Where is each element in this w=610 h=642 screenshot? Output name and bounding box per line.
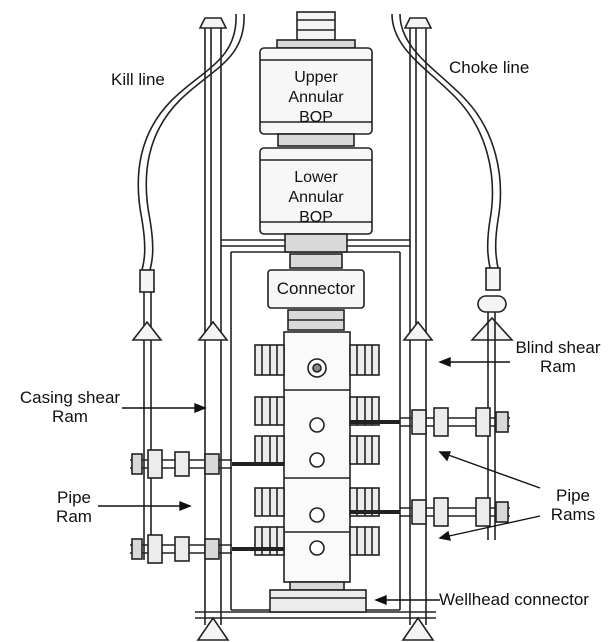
choke-line-label: Choke line xyxy=(449,58,530,77)
choke-line-piping xyxy=(350,13,514,540)
upper-annular-bop-label: Upper Annular BOP xyxy=(288,69,344,126)
wellhead-connector-body xyxy=(269,581,367,613)
casing-shear-ram-label: Casing shear Ram xyxy=(19,388,121,426)
lower-annular-bop-body xyxy=(259,147,373,253)
top-mandrel xyxy=(276,11,356,49)
wellhead-connector-label: Wellhead connector xyxy=(439,590,589,609)
pipe-rams-label: Pipe Rams xyxy=(550,486,596,524)
upper-annular-bop-body xyxy=(259,47,373,147)
support-frame xyxy=(195,17,436,641)
kill-line-piping xyxy=(130,13,284,564)
connector-body xyxy=(267,253,365,331)
pipe-ram-label: Pipe Ram xyxy=(56,488,92,526)
blind-shear-ram-actuators xyxy=(254,344,380,378)
leader-arrows xyxy=(98,356,541,606)
casing-shear-ram-actuators xyxy=(254,396,380,468)
connector-label: Connector xyxy=(276,279,356,298)
lower-annular-bop-label: Lower Annular BOP xyxy=(288,169,344,226)
blind-shear-ram-label: Blind shear Ram xyxy=(515,338,601,376)
kill-line-label: Kill line xyxy=(111,70,165,89)
